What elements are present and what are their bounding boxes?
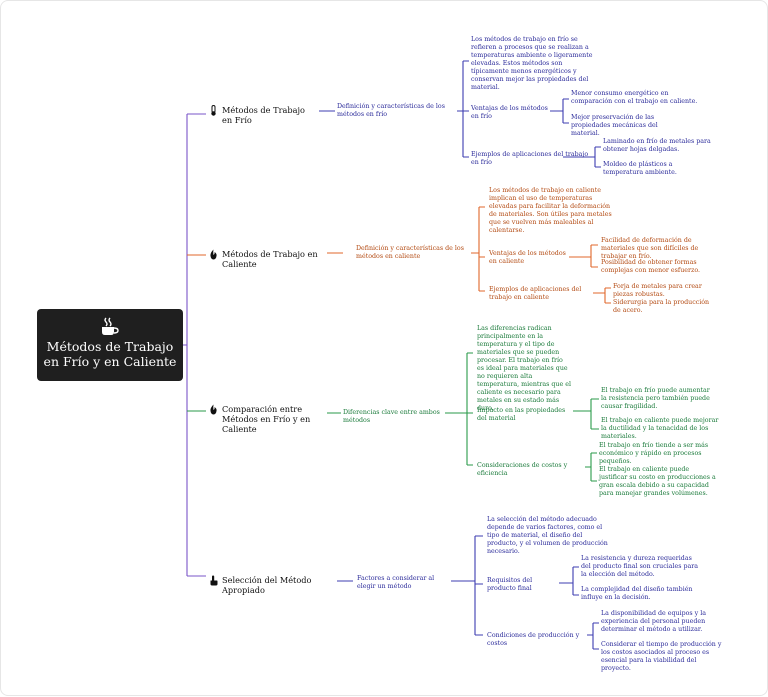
branch-comparison-label: Comparación entre Métodos en Frío y en C… [222, 404, 311, 434]
selection-conditions-node[interactable]: Condiciones de producción y costos [487, 632, 580, 647]
root-node[interactable]: Métodos de Trabajo en Frío y en Caliente [37, 309, 183, 381]
cold-definition-node[interactable]: Definición y características de los méto… [337, 103, 445, 118]
root-title: Métodos de Trabajo en Frío y en Caliente [43, 339, 177, 369]
selection-condition-2[interactable]: Considerar el tiempo de producción y los… [601, 641, 722, 672]
hot-example-2[interactable]: Siderurgia para la producción de acero. [613, 299, 710, 314]
cold-advantages-node[interactable]: Ventajas de los métodos en frío [471, 105, 548, 120]
comparison-impact-node[interactable]: Impacto en las propiedades del material [477, 407, 566, 422]
selection-factors-node[interactable]: Factores a considerar al elegir un métod… [357, 575, 435, 590]
comparison-costs-2[interactable]: El trabajo en caliente puede justificar … [599, 466, 716, 497]
comparison-differences-node[interactable]: Diferencias clave entre ambos métodos [343, 409, 440, 424]
flame-icon [210, 249, 217, 260]
comparison-costs-node[interactable]: Consideraciones de costos y eficiencia [477, 462, 568, 477]
selection-requirement-2[interactable]: La complejidad del diseño también influy… [581, 586, 693, 601]
comparison-impact-2[interactable]: El trabajo en caliente puede mejorar la … [601, 417, 719, 440]
cold-advantage-2[interactable]: Mejor preservación de las propiedades me… [571, 114, 658, 137]
branch-cold-title[interactable]: Métodos de Trabajo en Frío [209, 105, 315, 125]
cold-description[interactable]: Los métodos de trabajo en frío se refier… [471, 36, 593, 91]
hot-advantage-2[interactable]: Posibilidad de obtener formas complejas … [601, 259, 701, 274]
comparison-impact-1[interactable]: El trabajo en frío puede aumentar la res… [601, 387, 710, 410]
pointing-hand-icon [210, 575, 218, 586]
hot-examples-node[interactable]: Ejemplos de aplicaciones del trabajo en … [489, 286, 582, 301]
comparison-description[interactable]: Las diferencias radican principalmente e… [477, 325, 571, 412]
cold-example-1[interactable]: Laminado en frío de metales para obtener… [603, 138, 711, 153]
selection-requirement-1[interactable]: La resistencia y dureza requeridas del p… [581, 555, 699, 578]
hot-example-1[interactable]: Forja de metales para crear piezas robus… [613, 283, 702, 298]
branch-hot-label: Métodos de Trabajo en Caliente [222, 249, 318, 269]
branch-hot-title[interactable]: Métodos de Trabajo en Caliente [209, 249, 319, 269]
branch-cold-label: Métodos de Trabajo en Frío [222, 105, 305, 125]
hot-definition-node[interactable]: Definición y características de los méto… [356, 245, 464, 260]
flame-icon [210, 404, 217, 415]
comparison-costs-1[interactable]: El trabajo en frío tiende a ser más econ… [599, 442, 709, 465]
hot-advantages-node[interactable]: Ventajas de los métodos en caliente [489, 250, 566, 265]
branch-selection-label: Selección del Método Apropiado [222, 575, 312, 595]
hot-advantage-1[interactable]: Facilidad de deformación de materiales q… [601, 237, 699, 260]
thermometer-icon [211, 105, 216, 116]
selection-requirements-node[interactable]: Requisitos del producto final [487, 577, 533, 592]
coffee-cup-icon [102, 317, 119, 335]
cold-example-2[interactable]: Moldeo de plásticos a temperatura ambien… [603, 161, 677, 176]
selection-description[interactable]: La selección del método adecuado depende… [487, 516, 608, 555]
cold-examples-node[interactable]: Ejemplos de aplicaciones del trabajo en … [471, 151, 589, 166]
connector-root-to-branches [183, 113, 206, 577]
branch-comparison-title[interactable]: Comparación entre Métodos en Frío y en C… [209, 404, 329, 434]
selection-condition-1[interactable]: La disponibilidad de equipos y la experi… [601, 610, 706, 633]
hot-description[interactable]: Los métodos de trabajo en caliente impli… [489, 187, 612, 234]
branch-selection-title[interactable]: Selección del Método Apropiado [209, 575, 339, 595]
cold-advantage-1[interactable]: Menor consumo energético en comparación … [571, 90, 698, 105]
